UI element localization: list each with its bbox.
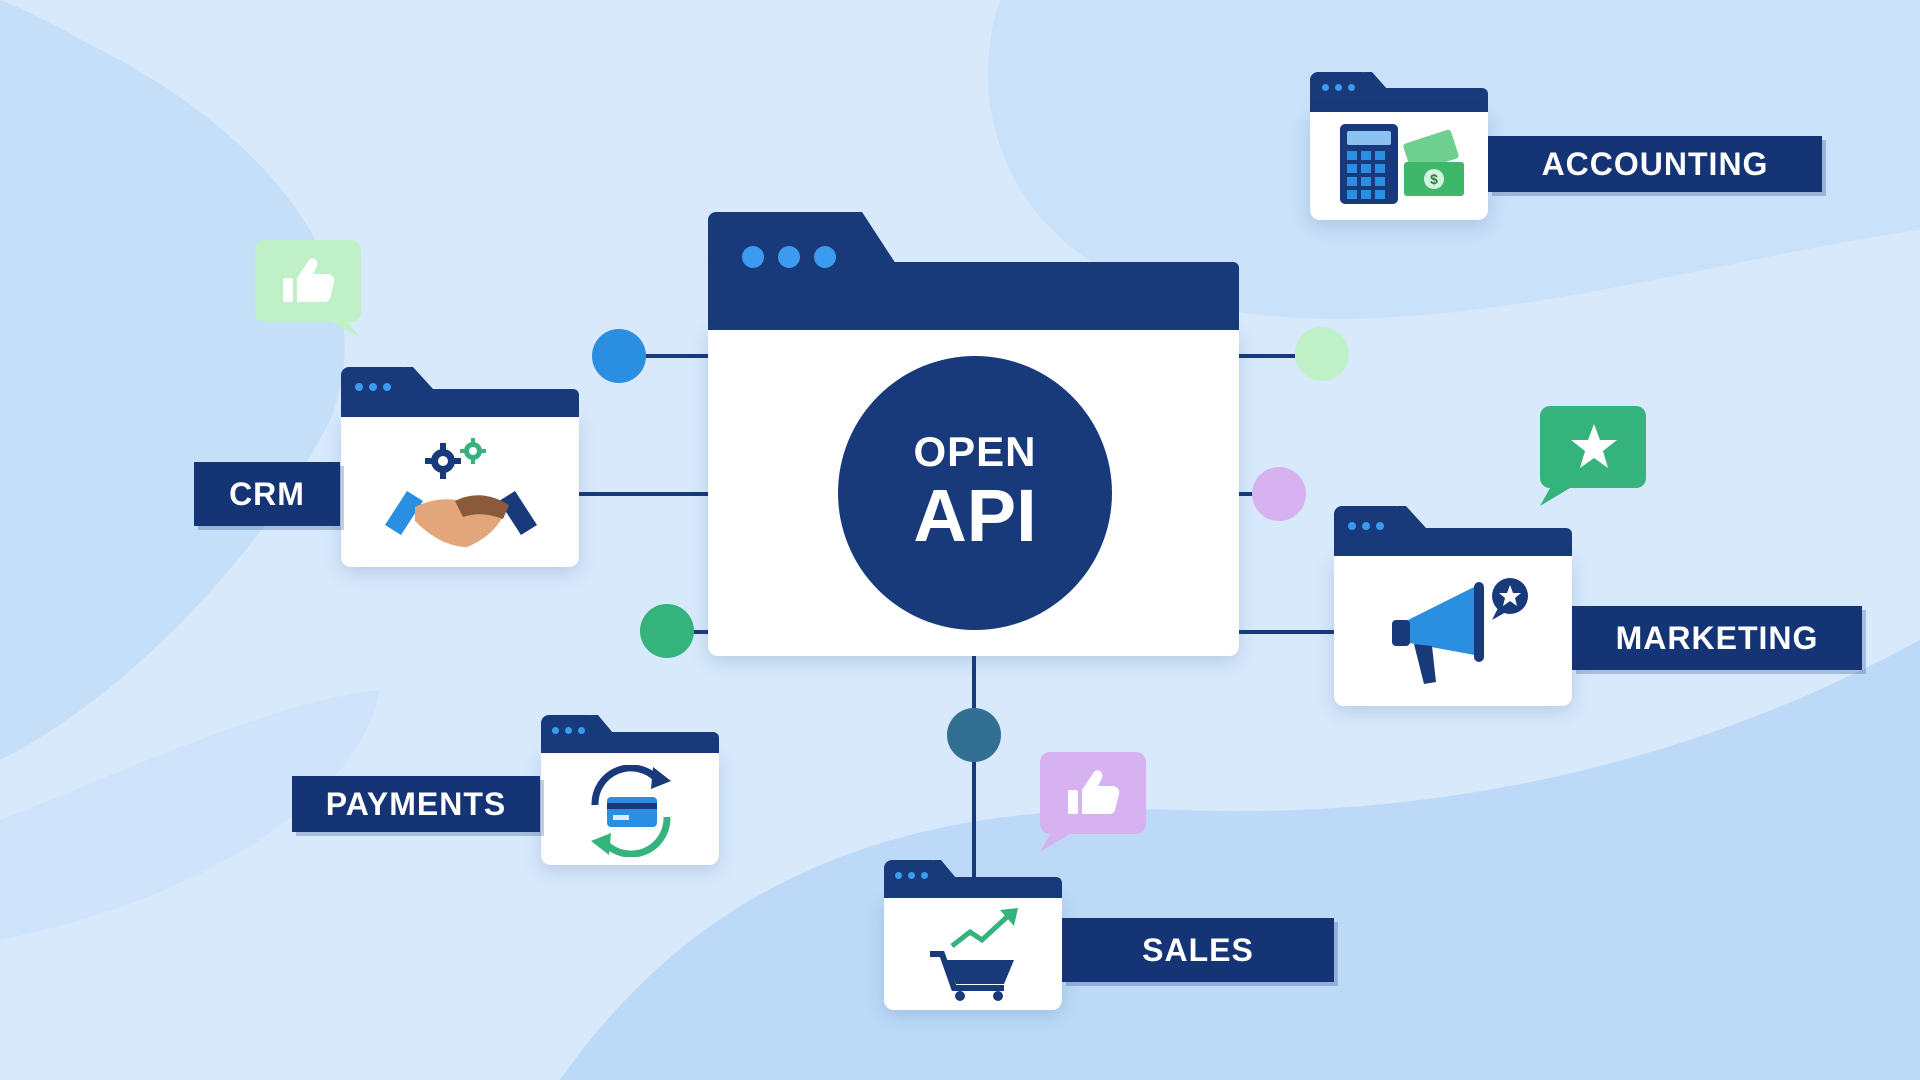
star-icon (1571, 424, 1617, 468)
accounting-window: $ (1310, 72, 1488, 220)
tab-slope (1398, 506, 1426, 528)
cart-growth-icon (930, 908, 1018, 1001)
open-api-title-line2: API (913, 474, 1037, 558)
star-bubble-green (1540, 406, 1646, 506)
megaphone-icon (1392, 578, 1528, 684)
crm-label: CRM (194, 462, 340, 526)
window-dots (355, 383, 391, 391)
window-dots (1348, 522, 1384, 530)
accounting-label: ACCOUNTING (1488, 136, 1822, 192)
tab-slope (1364, 72, 1388, 90)
calculator-money-icon: $ (1340, 124, 1464, 204)
connector-node-blue (592, 329, 646, 383)
tab-slope (591, 715, 613, 733)
marketing-label: MARKETING (1572, 606, 1862, 670)
tab-slope (934, 860, 956, 878)
payments-window (541, 715, 719, 865)
thumbs-up-bubble-purple (1040, 752, 1146, 852)
handshake-gears-icon (385, 438, 537, 547)
crm-window (341, 367, 579, 567)
window-dots (552, 727, 585, 734)
svg-text:$: $ (1430, 171, 1438, 187)
thumbs-up-icon (1068, 770, 1120, 814)
open-api-title-line1: OPEN (913, 428, 1037, 476)
thumbs-up-bubble-mint (255, 240, 361, 338)
card-sync-icon (591, 765, 671, 857)
open-api-circle: OPEN API (838, 356, 1112, 630)
thumbs-up-icon (283, 258, 335, 302)
tab-slope (405, 367, 433, 389)
window-dots (742, 246, 836, 268)
window-dots (895, 872, 928, 879)
sales-label: SALES (1062, 918, 1334, 982)
window-dots (1322, 84, 1355, 91)
connector-node-green (640, 604, 694, 658)
connector-node-teal (947, 708, 1001, 762)
sales-window (884, 860, 1062, 1010)
tab-slope (838, 212, 896, 264)
marketing-window (1334, 506, 1572, 706)
payments-label: PAYMENTS (292, 776, 540, 832)
connector-node-purple (1252, 467, 1306, 521)
connector-node-mint (1295, 327, 1349, 381)
